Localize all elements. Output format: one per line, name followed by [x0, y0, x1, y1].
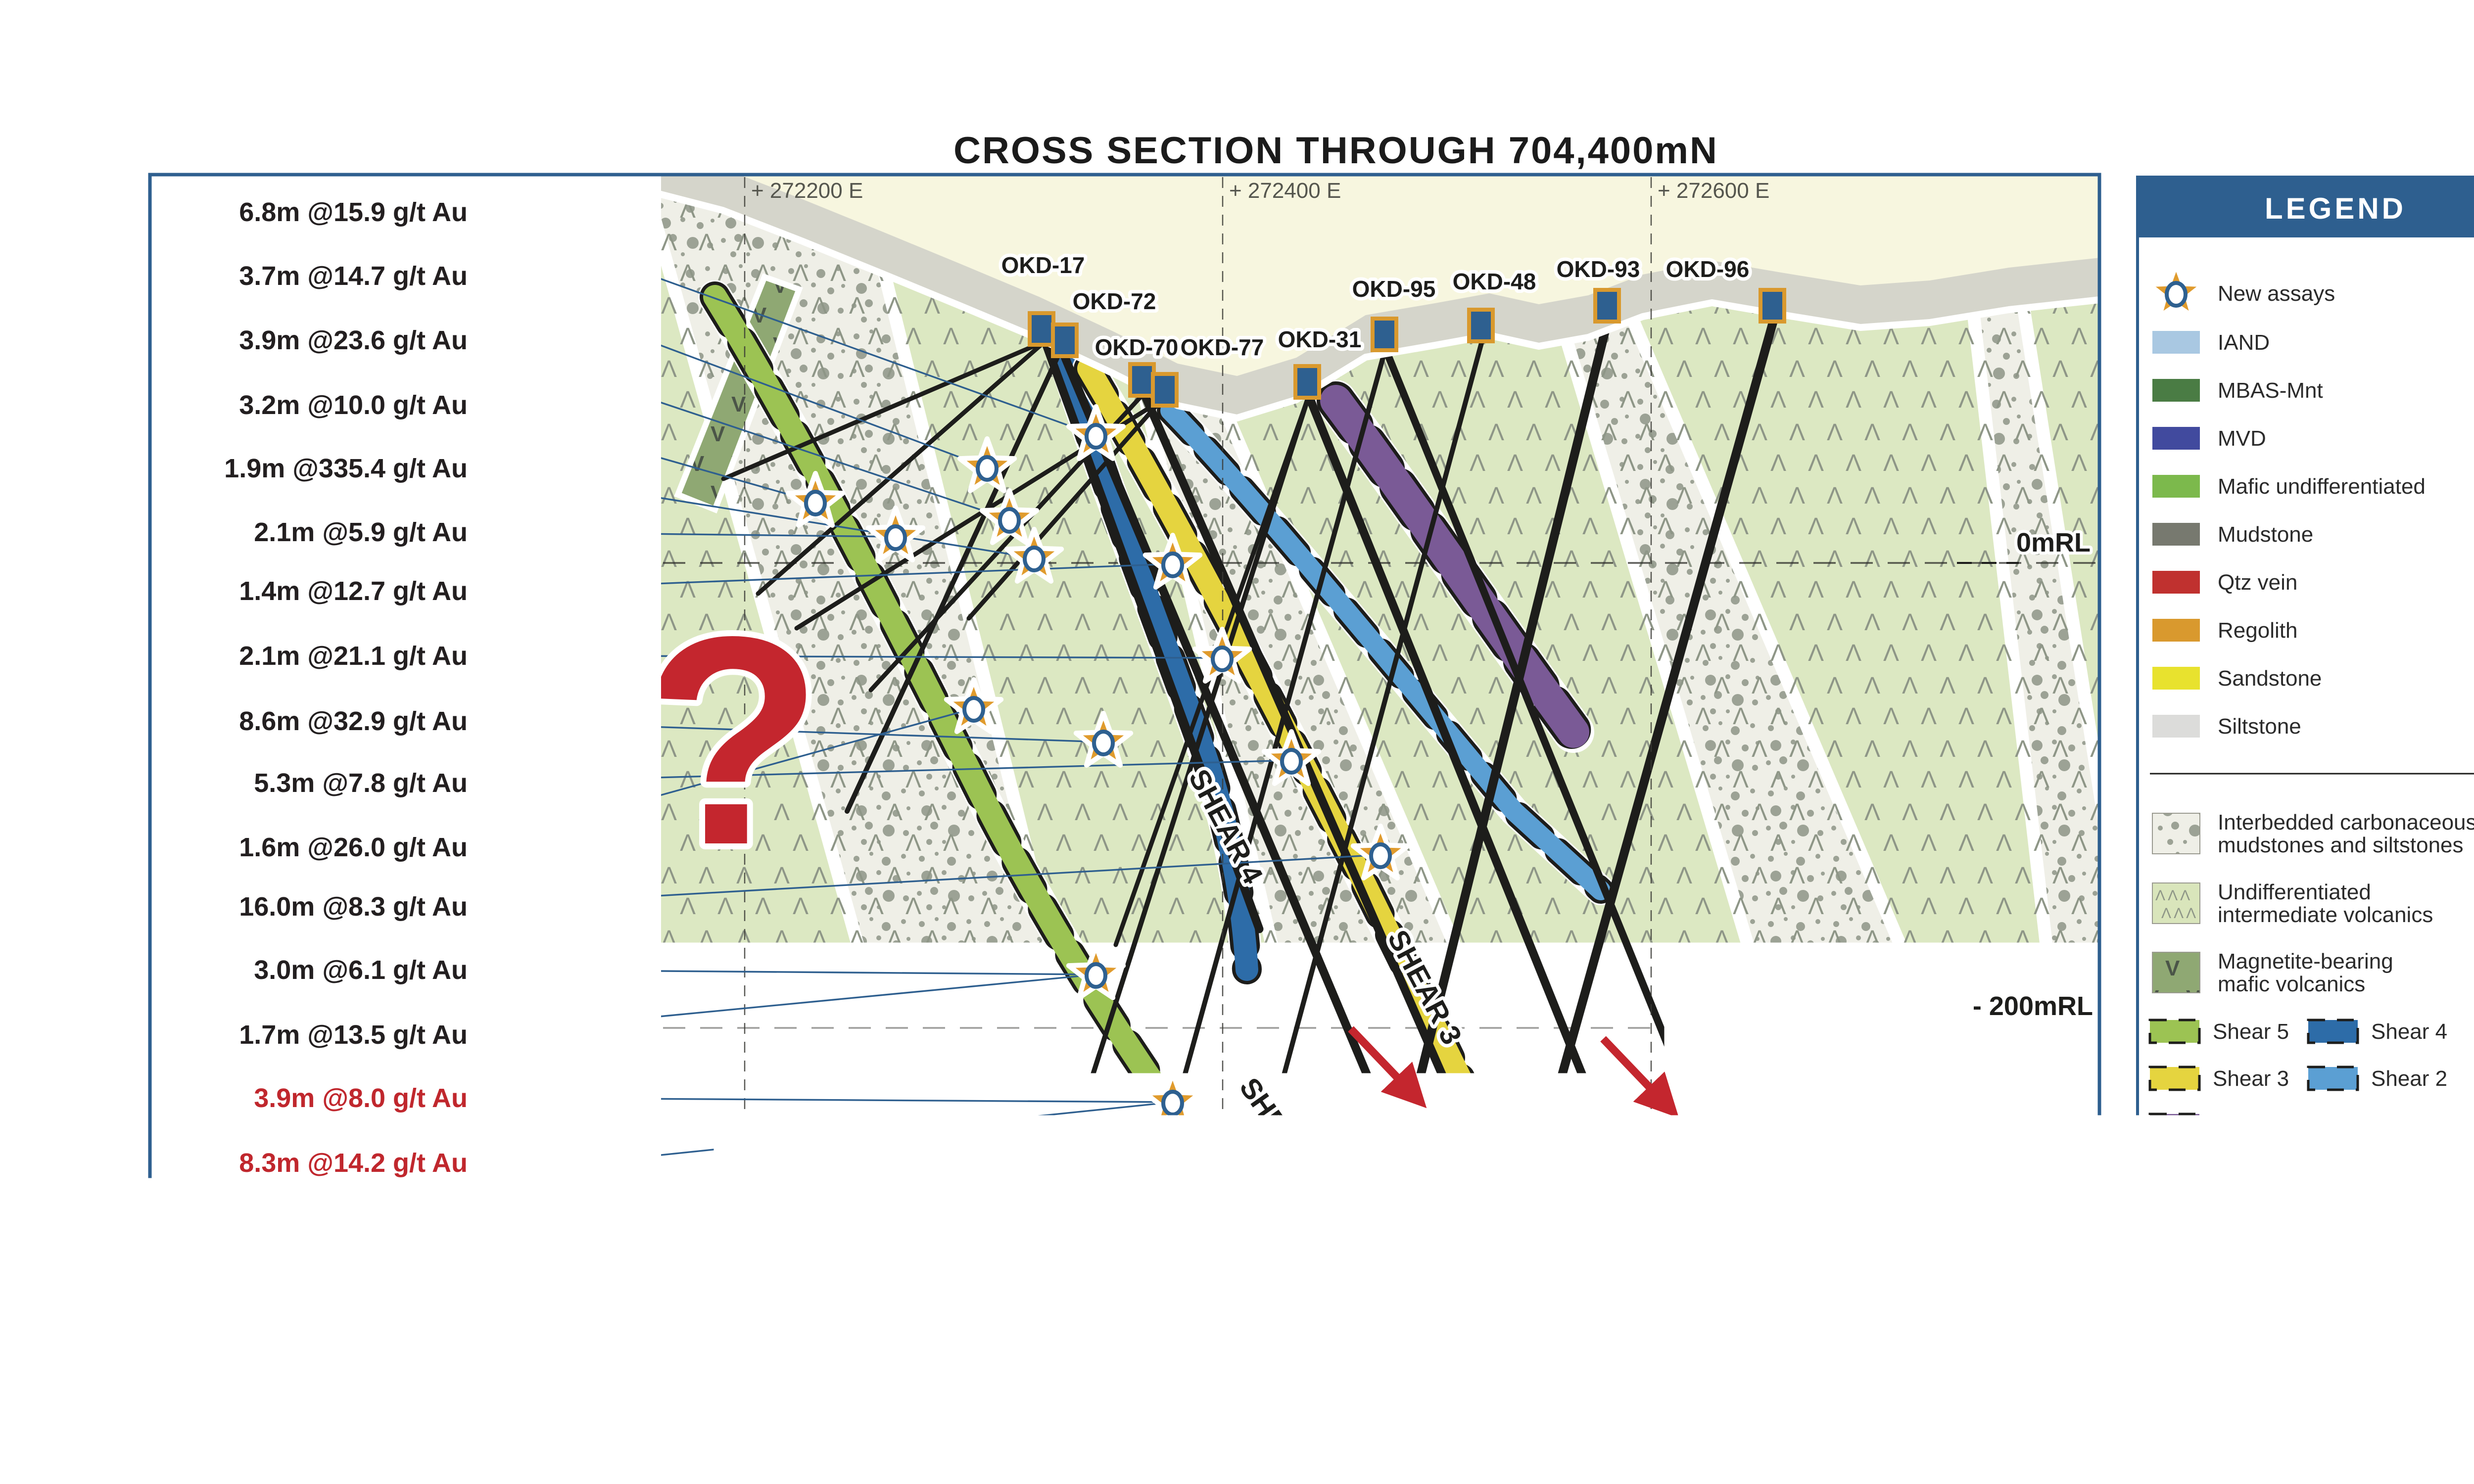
assay-item: 3.0m @6.1 g/t Au — [254, 955, 468, 985]
page-title: CROSS SECTION THROUGH 704,400mN — [953, 130, 1718, 172]
svg-text:50: 50 — [1805, 1135, 1828, 1158]
assay-item: 6.8m @15.9 g/t Au — [239, 197, 468, 227]
assay-item-highlight: 3.9m @8.0 g/t Au — [254, 1083, 468, 1113]
svg-text:Shear 1: Shear 1 — [2213, 1113, 2289, 1138]
svg-text:150: 150 — [2016, 1135, 2051, 1158]
assay-list: 6.8m @15.9 g/t Au 3.7m @14.7 g/t Au 3.9m… — [199, 197, 468, 1206]
easting-label: + 272400 E — [1229, 179, 1341, 203]
assay-item: 1.7m @13.5 g/t Au — [239, 1020, 468, 1050]
assay-item-highlight: 8.3m @14.2 g/t Au — [239, 1148, 468, 1178]
open-annotation: OPEN — [1388, 1113, 1660, 1214]
easting-label: + 272600 E — [1658, 179, 1769, 203]
drill-label: OKD-17 — [1001, 252, 1085, 278]
assay-item-highlight: and 1.8m @7.1 g/t Au — [199, 1177, 468, 1206]
svg-text:Mafic undifferentiated: Mafic undifferentiated — [2218, 474, 2426, 499]
svg-text:0: 0 — [1701, 1135, 1713, 1158]
rl-label-0m: 0mRL — [2016, 528, 2091, 557]
svg-text:Shear 3: Shear 3 — [2213, 1067, 2289, 1091]
drill-label: OKD-31 — [1278, 326, 1362, 352]
svg-text:mudstones and siltstones: mudstones and siltstones — [2218, 833, 2464, 857]
svg-text:Siltstone: Siltstone — [2218, 714, 2301, 739]
svg-text:New assays: New assays — [2218, 281, 2335, 306]
drill-label: OKD-77 — [1181, 334, 1264, 360]
legend-header: LEGEND — [2265, 192, 2406, 225]
assay-item: 3.9m @23.6 g/t Au — [239, 325, 468, 355]
assay-item: 16.0m @8.3 g/t Au — [239, 892, 468, 922]
assay-item: 1.6m @26.0 g/t Au — [239, 833, 468, 862]
drill-label: OKD-93 — [1557, 256, 1640, 282]
svg-text:Regolith: Regolith — [2218, 618, 2297, 643]
assay-item: 2.1m @5.9 g/t Au — [254, 517, 468, 547]
svg-text:Shear 4: Shear 4 — [2371, 1020, 2447, 1044]
assay-item: 3.2m @10.0 g/t Au — [239, 390, 468, 420]
svg-text:100: 100 — [1907, 1135, 1942, 1158]
svg-text:IAND: IAND — [2218, 330, 2270, 355]
assay-item: 5.3m @7.8 g/t Au — [254, 768, 468, 798]
svg-text:Interbedded carbonaceous: Interbedded carbonaceous — [2218, 810, 2474, 835]
legend-drill-head-label: Drill head — [2213, 1164, 2305, 1189]
drill-label: OKD-95 — [1352, 276, 1436, 302]
svg-text:Shear 2: Shear 2 — [2371, 1067, 2447, 1091]
drill-label: OKD-72 — [1073, 288, 1156, 314]
svg-text:Shear 5: Shear 5 — [2213, 1020, 2289, 1044]
legend-panel: LEGEND New assays IAND MBAS-Mnt MVD Mafi… — [2133, 177, 2474, 1216]
svg-text:Sandstone: Sandstone — [2218, 666, 2322, 691]
assay-item: 3.7m @14.7 g/t Au — [239, 261, 468, 291]
rl-label-200m: - 200mRL — [1973, 991, 2093, 1021]
svg-text:intermediate volcanics: intermediate volcanics — [2218, 903, 2433, 927]
drill-label: OKD-70 — [1095, 334, 1179, 360]
svg-text:Λ Λ Λ: Λ Λ Λ — [2155, 887, 2190, 904]
svg-text:MBAS-Mnt: MBAS-Mnt — [2218, 378, 2323, 403]
assay-item: 1.4m @12.7 g/t Au — [239, 576, 468, 606]
drill-label: OKD-48 — [1453, 269, 1536, 294]
assay-item: 2.1m @21.1 g/t Au — [239, 641, 468, 671]
svg-text:Undifferentiated: Undifferentiated — [2218, 880, 2371, 904]
svg-text:Λ Λ Λ: Λ Λ Λ — [2161, 905, 2196, 922]
svg-text:mafic volcanics: mafic volcanics — [2218, 972, 2365, 996]
easting-label: + 272200 E — [751, 179, 863, 203]
question-mark-annotation: ? — [642, 575, 823, 907]
svg-text:Qtz vein: Qtz vein — [2218, 570, 2297, 595]
legend-swatches — [2152, 331, 2200, 738]
cross-section-map: + 272200 E + 272400 E + 272600 E — [474, 152, 2167, 1237]
drill-label: OKD-96 — [1666, 256, 1750, 282]
svg-text:Mudstone: Mudstone — [2218, 522, 2313, 547]
svg-text:Magnetite-bearing: Magnetite-bearing — [2218, 949, 2393, 974]
assay-item: 1.9m @335.4 g/t Au — [224, 454, 468, 483]
assay-item: 8.6m @32.9 g/t Au — [239, 706, 468, 736]
svg-text:MVD: MVD — [2218, 426, 2266, 451]
